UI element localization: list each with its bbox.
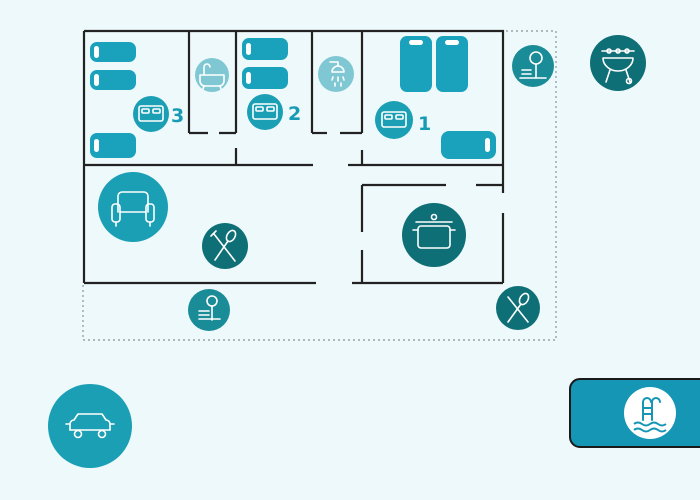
- bed-3a: [90, 42, 136, 62]
- double-bed-icon: [375, 101, 413, 139]
- car-icon: [48, 384, 132, 468]
- cooking-pot-icon: [402, 203, 466, 267]
- bathtub-icon: [195, 58, 229, 92]
- double-bed-icon: [133, 96, 169, 132]
- bed-3c: [90, 133, 136, 158]
- barbecue-grill-icon: [590, 35, 646, 91]
- exterior-walls: [82, 29, 505, 285]
- garden-bench-icon: [188, 289, 230, 331]
- bed-3b: [90, 70, 136, 90]
- bed-1-left: [400, 36, 432, 92]
- single-beds: [90, 36, 496, 159]
- bed-1-sofa: [441, 131, 496, 159]
- interior-walls: [84, 31, 503, 283]
- room-number-1: 1: [418, 113, 431, 135]
- garden-tree-icon: [512, 45, 554, 87]
- shower-icon: [318, 56, 354, 92]
- room-number-3: 3: [171, 105, 184, 127]
- room-number-2: 2: [288, 103, 301, 125]
- bed-2a: [242, 38, 288, 60]
- armchair-icon: [98, 172, 168, 242]
- bed-1-right: [436, 36, 468, 92]
- fork-spoon-icon: [202, 223, 248, 269]
- fork-spoon-icon: [496, 286, 540, 330]
- pool-ladder-icon: [624, 387, 676, 439]
- bed-2b: [242, 67, 288, 89]
- outdoor-boundary: [82, 30, 557, 341]
- double-bed-icon: [247, 94, 283, 130]
